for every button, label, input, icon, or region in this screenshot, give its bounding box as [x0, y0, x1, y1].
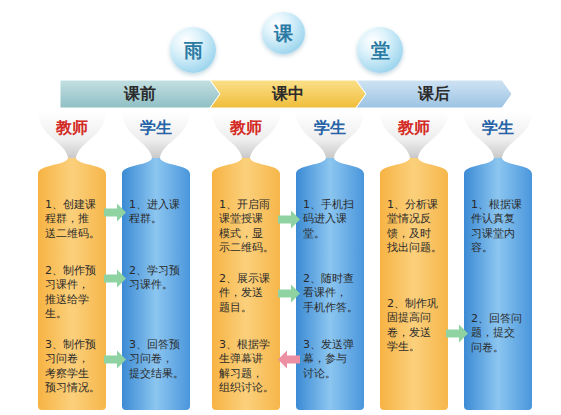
step-text: 3、发送弹 幕，参与 讨论。: [303, 338, 360, 381]
column-band: [464, 158, 532, 410]
step-item: 2、随时查 看课件， 手机作答。: [300, 272, 362, 315]
step-item: 2、制作预 习课件， 推送给学 生。: [42, 264, 104, 322]
chevron-fill: [356, 80, 512, 108]
column-heading: 学生: [296, 120, 364, 136]
phase-label: 课前: [124, 86, 156, 102]
column-heading: 教师: [38, 120, 106, 136]
phase-chevron: 课后: [356, 80, 512, 108]
step-text: 2、随时查 看课件， 手机作答。: [303, 272, 360, 315]
step-text: 2、学习预 习课件。: [129, 264, 186, 293]
step-text: 1、开启雨 课堂授课 模式，显 示二维码。: [219, 198, 276, 255]
title-character: 雨: [184, 41, 203, 60]
teacher-column: 教师 1、开启雨 课堂授课 模式，显 示二维码。 2、展示课 件，发送 题目。 3、根…: [212, 112, 280, 410]
step-item: 1、手机扫 码进入课 堂。: [300, 198, 362, 241]
step-item: 1、根据课 件认真复 习课堂内 容。: [468, 198, 530, 256]
title-bubble: 雨: [170, 27, 216, 73]
arrow-shaft: [104, 275, 117, 283]
step-item: 1、进入课 程群。: [126, 198, 188, 227]
title-character: 堂: [371, 41, 390, 60]
column-heading: 教师: [380, 120, 448, 136]
step-text: 3、根据学 生弹幕讲 解习题， 组织讨论。: [219, 338, 276, 395]
hourglass-top: [38, 112, 106, 158]
step-item: 1、创建课 程群，推 送二维码。: [42, 198, 104, 241]
step-text: 2、展示课 件，发送 题目。: [219, 272, 276, 315]
column-band: [380, 158, 448, 410]
hourglass-column: [380, 112, 448, 410]
arrow-shaft: [446, 330, 459, 338]
hourglass-top: [296, 112, 364, 158]
step-item: 3、制作预 习问卷， 考察学生 预习情况。: [42, 338, 104, 396]
step-text: 1、根据课 件认真复 习课堂内 容。: [471, 198, 528, 255]
step-item: 2、学习预 习课件。: [126, 264, 188, 293]
step-item: 2、制作巩 固提高问 卷，发送 学生。: [384, 297, 446, 355]
step-item: 1、开启雨 课堂授课 模式，显 示二维码。: [216, 198, 278, 256]
hourglass-top: [380, 112, 448, 158]
step-text: 2、制作巩 固提高问 卷，发送 学生。: [387, 297, 444, 354]
step-text: 2、制作预 习课件， 推送给学 生。: [45, 264, 102, 321]
hourglass-column: [464, 112, 532, 410]
step-item: 1、分析课 堂情况反 馈，及时 找出问题。: [384, 198, 446, 256]
step-text: 1、手机扫 码进入课 堂。: [303, 198, 360, 241]
hourglass-top: [464, 112, 532, 158]
step-text: 3、制作预 习问卷， 考察学生 预习情况。: [45, 338, 102, 395]
student-column: 学生 1、根据课 件认真复 习课堂内 容。 2、回答问 题，提交 问卷。: [464, 112, 532, 410]
arrow-shaft: [278, 216, 291, 224]
title-character: 课: [274, 24, 293, 43]
step-text: 1、分析课 堂情况反 馈，及时 找出问题。: [387, 198, 444, 255]
arrow-shaft: [278, 290, 291, 298]
column-heading: 教师: [212, 120, 280, 136]
phase-chevron: 课前: [60, 80, 220, 108]
step-item: 2、展示课 件，发送 题目。: [216, 272, 278, 315]
hourglass-top: [122, 112, 190, 158]
step-item: 2、回答问 题，提交 问卷。: [468, 312, 530, 355]
column-band: [122, 158, 190, 410]
hourglass-top: [212, 112, 280, 158]
column-band: [296, 158, 364, 410]
title-bubble: 堂: [357, 27, 403, 73]
phase-label: 课后: [418, 86, 450, 102]
hourglass-column: [212, 112, 280, 410]
teacher-column: 教师 1、分析课 堂情况反 馈，及时 找出问题。 2、制作巩 固提高问 卷，发送 学…: [380, 112, 448, 410]
step-item: 3、回答预 习问卷， 提交结果。: [126, 338, 188, 381]
column-band: [212, 158, 280, 410]
hourglass-column: [296, 112, 364, 410]
step-item: 3、发送弹 幕，参与 讨论。: [300, 338, 362, 381]
step-text: 3、回答预 习问卷， 提交结果。: [129, 338, 186, 381]
step-text: 1、创建课 程群，推 送二维码。: [45, 198, 102, 241]
title-bubble: 课: [262, 12, 305, 54]
arrow-shaft: [287, 356, 300, 364]
hourglass-column: [122, 112, 190, 410]
arrow-shaft: [104, 356, 117, 364]
chevron-fill: [210, 80, 366, 108]
student-column: 学生 1、进入课 程群。 2、学习预 习课件。 3、回答预 习问卷， 提交结果。: [122, 112, 190, 410]
hourglass-column: [38, 112, 106, 410]
column-heading: 学生: [122, 120, 190, 136]
column-band: [38, 158, 106, 410]
teacher-column: 教师 1、创建课 程群，推 送二维码。 2、制作预 习课件， 推送给学 生。 3、制作…: [38, 112, 106, 410]
student-column: 学生 1、手机扫 码进入课 堂。 2、随时查 看课件， 手机作答。 3、发送弹 幕，参…: [296, 112, 364, 410]
arrow-shaft: [104, 209, 117, 217]
column-heading: 学生: [464, 120, 532, 136]
step-text: 2、回答问 题，提交 问卷。: [471, 312, 528, 355]
phase-chevron: 课中: [210, 80, 366, 108]
chevron-fill: [60, 80, 220, 108]
step-text: 1、进入课 程群。: [129, 198, 186, 227]
step-item: 3、根据学 生弹幕讲 解习题， 组织讨论。: [216, 338, 278, 396]
phase-label: 课中: [272, 86, 304, 102]
